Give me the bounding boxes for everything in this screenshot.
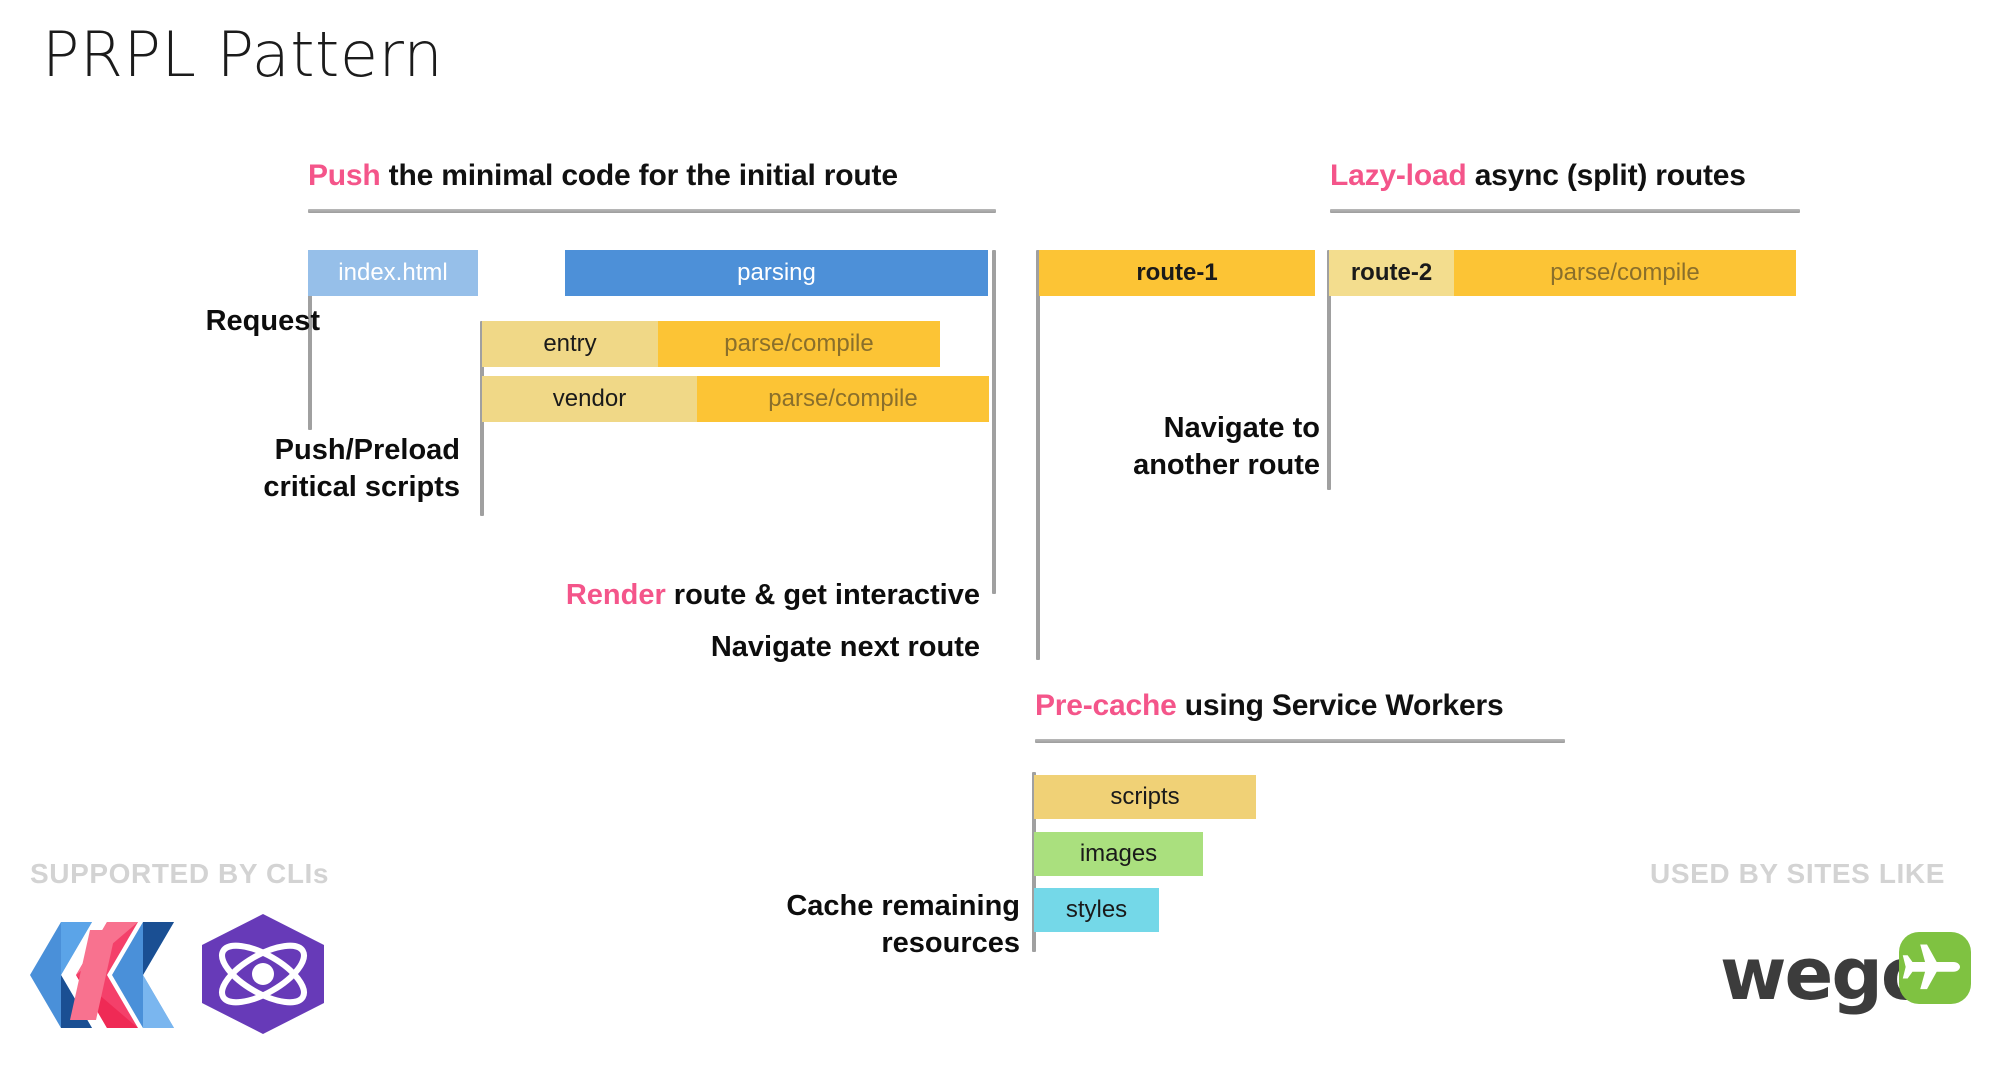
timeline-guide-request <box>308 250 312 430</box>
timeline-guide-navigate-another <box>1327 250 1331 490</box>
bar-label-styles: styles <box>1034 888 1159 932</box>
bar-label-scripts: scripts <box>1034 775 1256 819</box>
bar-label-route-1: route-1 <box>1039 250 1315 296</box>
row-label-render: Render route & get interactive <box>420 540 980 614</box>
bar-vendor-seg-1: parse/compile <box>697 376 989 422</box>
bar-label-index-html: index.html <box>308 250 478 296</box>
section-heading-lazy-rest: async (split) routes <box>1466 159 1746 192</box>
section-heading-precache: Pre-cache using Service Workers <box>1035 689 1504 723</box>
row-label-navigate-another: Navigate to another route <box>1133 412 1320 482</box>
section-heading-push: Push the minimal code for the initial ro… <box>308 159 898 193</box>
bar-label-vendor-1: parse/compile <box>697 376 989 422</box>
bar-label-vendor-0: vendor <box>482 376 697 422</box>
bar-label-route-2-0: route-2 <box>1329 250 1454 296</box>
section-rule-push <box>308 209 996 213</box>
bar-route-1: route-1 <box>1039 250 1315 296</box>
section-heading-lazy-accent: Lazy-load <box>1330 159 1467 192</box>
row-label-render-rest: route & get interactive <box>665 579 980 612</box>
row-label-cache-remaining: Cache remaining resources <box>786 890 1020 960</box>
bar-label-images: images <box>1034 832 1203 876</box>
bar-entry-seg-0: entry <box>482 321 658 367</box>
bar-scripts: scripts <box>1034 775 1256 819</box>
wego-logo: wego <box>1720 930 1980 1030</box>
section-rule-precache <box>1035 739 1565 743</box>
footer-caption-used-by: USED BY SITES LIKE <box>1650 858 1946 889</box>
row-label-navigate-next: Navigate next route <box>710 631 980 663</box>
page-title: PRPL Pattern <box>42 18 444 91</box>
section-rule-lazy <box>1330 209 1800 213</box>
bar-vendor-seg-0: vendor <box>482 376 697 422</box>
section-heading-push-rest: the minimal code for the initial route <box>380 159 898 192</box>
bar-images: images <box>1034 832 1203 876</box>
preact-logo <box>198 912 328 1036</box>
bar-index-html: index.html <box>308 250 478 296</box>
timeline-guide-render <box>992 250 996 594</box>
row-label-request: Request <box>205 305 320 337</box>
polymer-logo <box>30 920 175 1030</box>
section-heading-precache-accent: Pre-cache <box>1035 689 1177 722</box>
footer-caption-supported-by: SUPPORTED BY CLIs <box>30 858 330 889</box>
wego-wordmark: wego <box>1720 932 1930 1016</box>
timeline-guide-navigate-next <box>1036 250 1040 660</box>
wego-plane-badge <box>1897 930 1973 1011</box>
bar-label-parsing: parsing <box>565 250 988 296</box>
bar-label-route-2-1: parse/compile <box>1454 250 1796 296</box>
section-heading-lazy: Lazy-load async (split) routes <box>1330 159 1746 193</box>
bar-label-entry-0: entry <box>482 321 658 367</box>
section-heading-push-accent: Push <box>308 159 381 192</box>
bar-styles: styles <box>1034 888 1159 932</box>
bar-route-2-seg-0: route-2 <box>1329 250 1454 296</box>
bar-entry-seg-1: parse/compile <box>658 321 940 367</box>
row-label-push-preload: Push/Preload critical scripts <box>263 434 460 504</box>
section-heading-precache-rest: using Service Workers <box>1176 689 1504 722</box>
bar-parsing: parsing <box>565 250 988 296</box>
bar-label-entry-1: parse/compile <box>658 321 940 367</box>
bar-route-2-seg-1: parse/compile <box>1454 250 1796 296</box>
row-label-render-accent: Render <box>565 579 666 612</box>
